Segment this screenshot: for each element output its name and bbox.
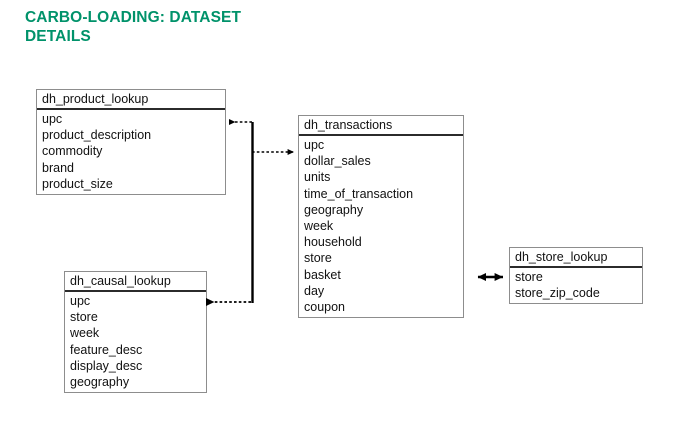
entity-dh-store-lookup[interactable]: dh_store_lookup store store_zip_code <box>509 247 643 305</box>
entity-field: geography <box>70 375 130 390</box>
entity-title: dh_causal_lookup <box>65 272 206 292</box>
entity-field: upc <box>70 294 91 308</box>
entity-field: brand <box>42 160 74 175</box>
entity-dh-causal-lookup[interactable]: dh_causal_lookup upc store week feature_… <box>64 271 207 394</box>
entity-field: week <box>304 219 334 234</box>
entity-field: week <box>70 326 100 341</box>
entity-field: coupon <box>304 300 346 315</box>
entity-field-list: upc product_description commodity brand … <box>37 110 225 194</box>
entity-field: household <box>304 235 362 250</box>
entity-field-list: upc dollar_sales units time_of_transacti… <box>299 136 463 317</box>
entity-field: store <box>70 310 98 325</box>
entity-field: product_description <box>42 128 152 143</box>
entity-field: product_size <box>42 176 113 191</box>
entity-title: dh_product_lookup <box>37 90 225 110</box>
entity-field: upc <box>304 138 325 152</box>
entity-field-list: store store_zip_code <box>510 268 642 303</box>
entity-field: dollar_sales <box>304 154 371 169</box>
entity-field: store <box>515 270 543 284</box>
entity-field: day <box>304 283 325 298</box>
entity-field: commodity <box>42 144 103 159</box>
entity-title: dh_transactions <box>299 116 463 136</box>
entity-field: units <box>304 170 331 185</box>
entity-field: store_zip_code <box>515 286 600 301</box>
entity-field: upc <box>42 112 63 126</box>
entity-field: display_desc <box>70 358 143 373</box>
entity-field: store <box>304 251 332 266</box>
entity-field: time_of_transaction <box>304 186 414 201</box>
entity-field: basket <box>304 267 341 282</box>
entity-field-list: upc store week feature_desc display_desc… <box>65 292 206 392</box>
entity-title: dh_store_lookup <box>510 248 642 268</box>
entity-dh-transactions[interactable]: dh_transactions upc dollar_sales units t… <box>298 115 464 319</box>
entity-field: geography <box>304 202 364 217</box>
page-title: CARBO-LOADING: DATASET DETAILS <box>25 9 242 45</box>
entity-field: feature_desc <box>70 342 143 357</box>
entity-dh-product-lookup[interactable]: dh_product_lookup upc product_descriptio… <box>36 89 226 196</box>
